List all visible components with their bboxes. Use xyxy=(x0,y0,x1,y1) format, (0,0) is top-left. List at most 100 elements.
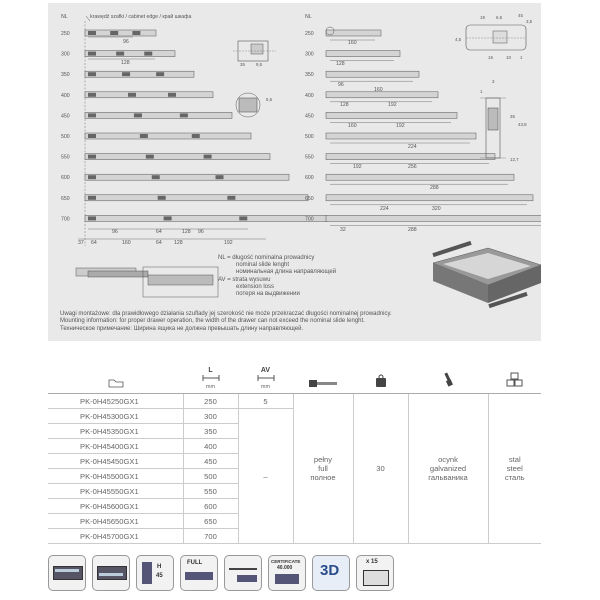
nl-label-right: 550 xyxy=(305,155,314,161)
rail-right xyxy=(325,50,401,57)
length-value: 400 xyxy=(183,438,239,454)
rail-hole xyxy=(168,92,176,97)
nl-label-left: 650 xyxy=(61,196,70,202)
3d-label: 3D xyxy=(320,562,340,579)
rail-hole xyxy=(88,175,96,180)
dim-right-300: 128 xyxy=(336,61,345,67)
length-value: 650 xyxy=(183,513,239,529)
mounting-notes: Uwagi montażowe: dla prawidłowego działa… xyxy=(60,311,530,333)
header-extension xyxy=(293,360,353,394)
rail-hole xyxy=(203,154,212,159)
nl-label-right: 300 xyxy=(305,52,314,58)
dim-right-400-b: 192 xyxy=(388,102,397,108)
rail-hole xyxy=(122,72,131,77)
rail-hole xyxy=(88,51,96,56)
dim-side-35: 35 xyxy=(510,114,515,119)
av-value-rest: – xyxy=(238,408,294,544)
header-material xyxy=(488,360,541,394)
rail-left xyxy=(84,70,195,78)
note-ru: Техническое примечание: Ширина ящика не … xyxy=(60,325,304,332)
cert-label: CERTIFICATE xyxy=(271,559,301,564)
dim-left-128: 128 xyxy=(121,60,130,66)
rail-right xyxy=(325,70,420,78)
dim-bottom-a-2: 64 xyxy=(156,229,162,235)
product-code: PK-0H45350GX1 xyxy=(48,423,184,439)
extension-ru: полное xyxy=(310,473,336,482)
dim-bottom-a-1: 96 xyxy=(112,229,118,235)
product-code: PK-0H45300GX1 xyxy=(48,408,184,424)
dim-bottom-b-6: 192 xyxy=(224,240,233,246)
rail-hole xyxy=(133,113,142,118)
rail-hole xyxy=(191,134,200,138)
dim-right-500: 224 xyxy=(408,144,417,150)
dim-right-350-a: 96 xyxy=(338,82,344,88)
length-value: 300 xyxy=(183,408,239,424)
rail-hole xyxy=(239,216,248,221)
dim-top-6-5: 6.5 xyxy=(496,15,503,20)
header-length: L mm xyxy=(183,360,238,394)
header-code xyxy=(48,360,183,394)
rail-left xyxy=(84,132,252,140)
cross-section-top: 19 6.5 45 3,5 16 10 1 4,5 xyxy=(455,13,533,60)
dim-right-550-a: 192 xyxy=(353,164,362,170)
legend-av-ru: потеря на выдвижении xyxy=(236,291,300,298)
nl-label-right: 400 xyxy=(305,93,314,99)
length-value: 250 xyxy=(183,393,239,409)
product-code: PK-0H45250GX1 xyxy=(48,393,184,409)
rail-left xyxy=(84,50,176,57)
cert-value: 40.000 xyxy=(277,565,293,571)
rail-hole xyxy=(151,175,160,180)
material-en: steel xyxy=(506,464,523,473)
full-extension-icon: FULL xyxy=(180,555,218,591)
dim-detail-5-5: 5,5 xyxy=(266,97,273,102)
note-en: Mounting information: for proper drawer … xyxy=(60,318,365,325)
rail-hole xyxy=(116,51,125,56)
rail-right xyxy=(325,91,439,99)
product-code: PK-0H45450GX1 xyxy=(48,453,184,469)
certificate-icon: CERTIFICATE 40.000 xyxy=(268,555,306,591)
legend-av-pl: AV = strata wysuwu xyxy=(218,276,271,283)
header-load xyxy=(353,360,408,394)
rail-hole xyxy=(132,31,141,35)
3d-model-icon: 3D xyxy=(312,555,350,591)
dim-right-700-a: 32 xyxy=(340,227,346,233)
dim-bottom-a-3: 128 xyxy=(182,229,191,235)
dim-right-450-a: 160 xyxy=(348,123,357,129)
dim-right-550-b: 256 xyxy=(408,164,417,170)
extension-en: full xyxy=(318,464,328,473)
left-bottom-dims-b: 37 64 160 64 128 192 xyxy=(78,238,266,246)
nl-label-left: 700 xyxy=(61,216,70,222)
product-code: PK-0H45400GX1 xyxy=(48,438,184,454)
length-value: 700 xyxy=(183,528,239,544)
nl-label-right: 700 xyxy=(305,216,314,222)
rail-hole xyxy=(88,31,96,35)
nl-label-left: 550 xyxy=(61,155,70,161)
length-dimension-icon xyxy=(202,375,219,381)
rail-hole xyxy=(156,72,165,77)
dim-side-4-5: 4,5 xyxy=(455,37,462,42)
right-dims: 160 128 96 160 128 192 160 192 224 192 2… xyxy=(336,40,441,233)
nl-label-right: 600 xyxy=(305,175,314,181)
rail-right xyxy=(325,194,534,202)
slide-pictogram xyxy=(75,266,219,298)
push-pull-icon xyxy=(224,555,262,591)
length-value: 500 xyxy=(183,468,239,484)
length-value: 450 xyxy=(183,453,239,469)
rail-left xyxy=(84,215,328,222)
product-code: PK-0H45700GX1 xyxy=(48,528,184,544)
pack-label: x 15 xyxy=(366,559,378,565)
legend-nl-ru: номинальная длина направляющей xyxy=(236,269,337,276)
legend-av-en: extension loss xyxy=(236,283,275,290)
rail-right xyxy=(325,112,458,119)
